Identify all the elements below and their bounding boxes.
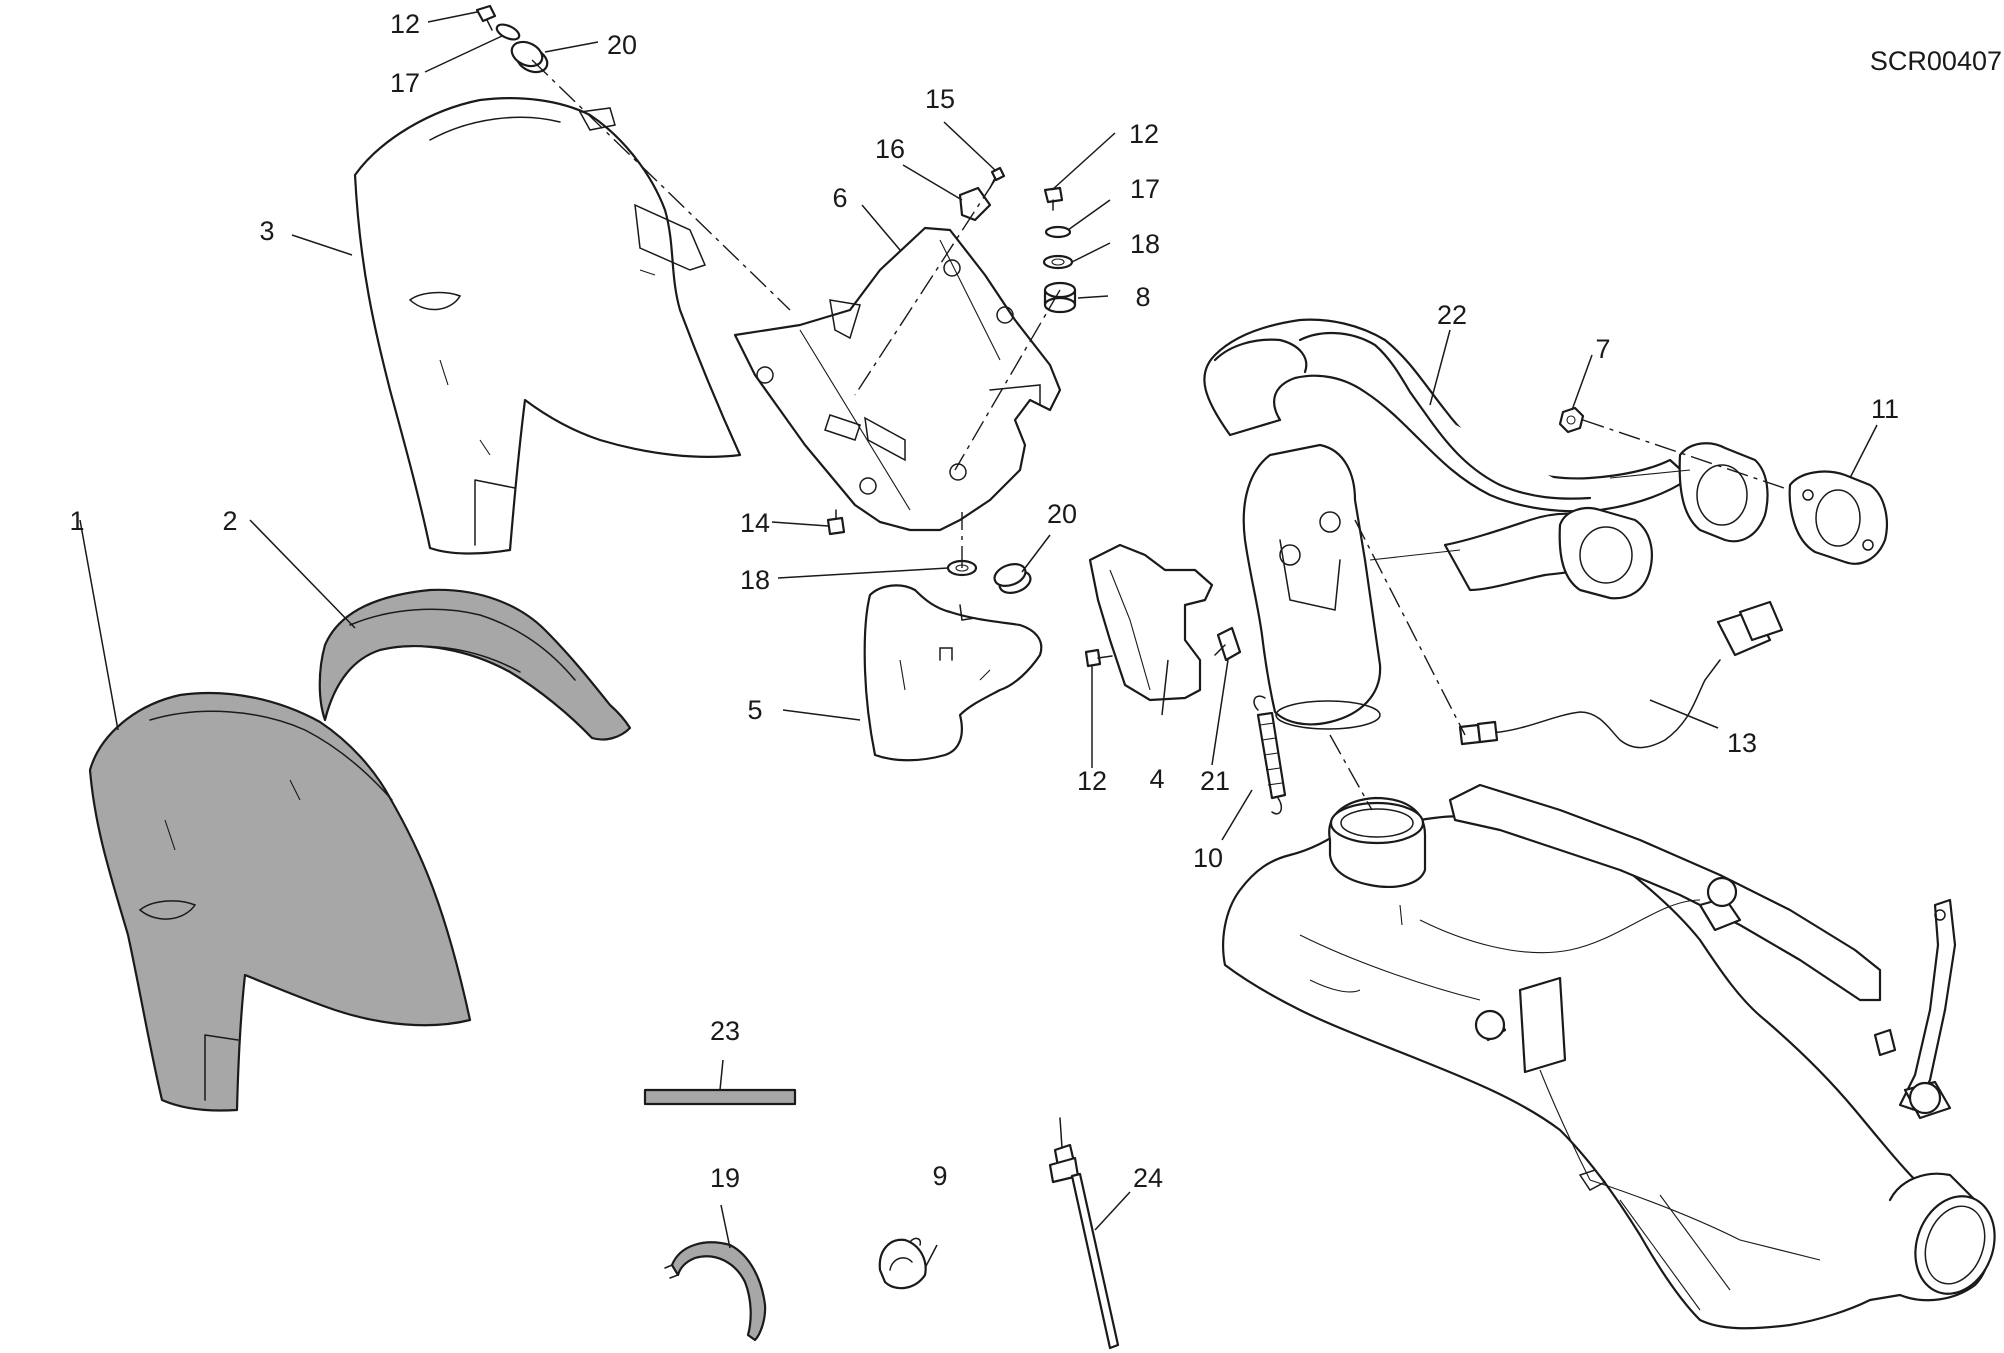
part-3-heat-shield bbox=[353, 97, 742, 555]
callout-17-right: 17 bbox=[1130, 174, 1160, 204]
part-13-lambda-sensor bbox=[1458, 600, 1784, 749]
callout-10: 10 bbox=[1193, 843, 1223, 873]
part-10-spring bbox=[1253, 695, 1287, 815]
part-20-grommet-lower bbox=[993, 563, 1032, 594]
part-14-screw bbox=[826, 509, 846, 536]
part-18-washer-right bbox=[1042, 254, 1074, 270]
muffler-assembly bbox=[1222, 783, 1996, 1330]
callout-1: 1 bbox=[69, 506, 84, 536]
part-2-curved-shield bbox=[318, 588, 632, 741]
part-11-gasket bbox=[1788, 470, 1888, 565]
callout-22: 22 bbox=[1437, 300, 1467, 330]
callout-18-lower: 18 bbox=[740, 565, 770, 595]
callout-7: 7 bbox=[1595, 334, 1610, 364]
part-4-heat-guard bbox=[1088, 543, 1214, 702]
part-24-cable-tie bbox=[1048, 1117, 1120, 1350]
callout-18-right: 18 bbox=[1130, 229, 1160, 259]
callout-13: 13 bbox=[1727, 728, 1757, 758]
callout-12-lower: 12 bbox=[1077, 766, 1107, 796]
callout-12-right: 12 bbox=[1129, 119, 1159, 149]
callout-20-top: 20 bbox=[607, 30, 637, 60]
callout-19: 19 bbox=[710, 1163, 740, 1193]
part-9-clamp bbox=[878, 1237, 927, 1290]
callout-11: 11 bbox=[1871, 394, 1899, 424]
part-6-mounting-bracket bbox=[733, 226, 1062, 532]
part-16-clip bbox=[958, 186, 992, 222]
part-7-nut bbox=[1558, 406, 1585, 434]
part-17-washer-top bbox=[495, 23, 521, 41]
drawing-code: SCR00407 bbox=[1870, 46, 2002, 76]
callout-15: 15 bbox=[925, 84, 955, 114]
part-12-bolt-right bbox=[1043, 186, 1064, 211]
callout-9: 9 bbox=[932, 1161, 947, 1191]
callout-21: 21 bbox=[1200, 766, 1230, 796]
part-12-bolt-top bbox=[475, 4, 497, 31]
part-17-washer-right bbox=[1044, 225, 1072, 239]
callout-2: 2 bbox=[222, 506, 237, 536]
part-5-lower-bracket bbox=[863, 584, 1043, 762]
callout-8: 8 bbox=[1135, 282, 1150, 312]
callout-16: 16 bbox=[875, 134, 905, 164]
part-1-insulation-shield bbox=[88, 691, 472, 1112]
callout-24: 24 bbox=[1133, 1163, 1163, 1193]
callout-4: 4 bbox=[1149, 764, 1164, 794]
callout-6: 6 bbox=[832, 183, 847, 213]
callout-5: 5 bbox=[747, 695, 762, 725]
part-19-clamp-band bbox=[664, 1241, 767, 1342]
part-23-insulation-strip bbox=[643, 1088, 797, 1106]
leader-lines bbox=[79, 11, 1878, 1269]
callout-14: 14 bbox=[740, 508, 770, 538]
part-21-clip bbox=[1214, 626, 1242, 662]
part-22-exhaust-header bbox=[1203, 318, 1769, 730]
callout-20-lower: 20 bbox=[1047, 499, 1077, 529]
callout-23: 23 bbox=[710, 1016, 740, 1046]
callout-3: 3 bbox=[259, 216, 274, 246]
callout-labels: 1 2 3 4 5 6 7 8 9 10 11 12 12 12 13 14 1… bbox=[69, 9, 1899, 1193]
assembly-lines bbox=[531, 59, 1791, 811]
part-12-screw-lower bbox=[1084, 648, 1113, 668]
callout-17-top: 17 bbox=[390, 68, 420, 98]
callout-12-top: 12 bbox=[390, 9, 420, 39]
part-20-grommet-top bbox=[510, 40, 549, 74]
